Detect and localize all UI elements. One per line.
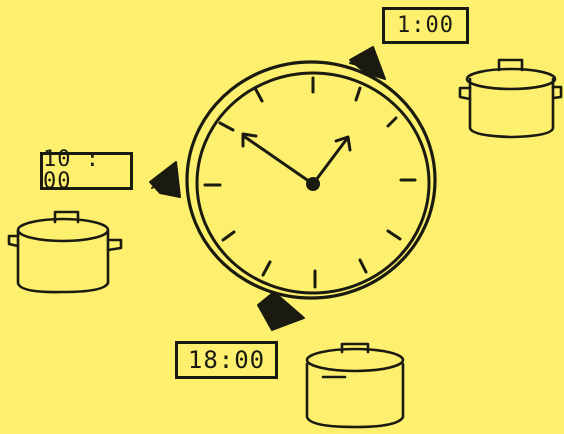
time-label-10: 10 : 00 [40,152,133,190]
rotation-arrow-icon [150,162,180,197]
cooking-pot-icon [460,60,561,137]
cooking-pot-icon [9,212,121,292]
time-label-18: 18:00 [175,341,278,379]
time-label-1: 1:00 [382,7,469,44]
clock-center [306,177,320,191]
rotation-arrow-icon [350,47,385,79]
clock-icon [187,62,435,298]
cooking-pot-icon [307,344,403,427]
clock-hands [243,134,350,184]
